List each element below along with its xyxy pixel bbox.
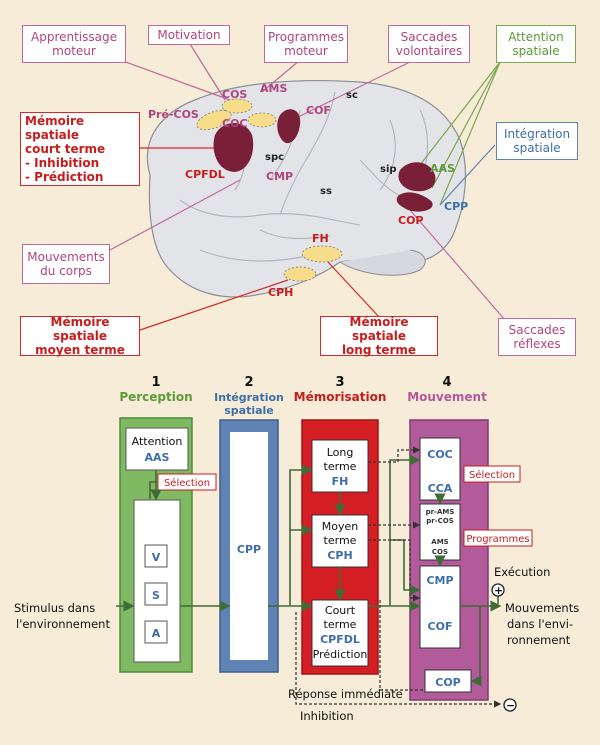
stage-integration-1: Intégration [214, 391, 284, 404]
box-aas: AAS [145, 451, 170, 464]
box-cpp: CPP [237, 543, 261, 556]
box-ams: AMS [431, 538, 448, 546]
brain-yellow-areas [196, 98, 343, 282]
brain-dark-areas [213, 109, 436, 212]
stage-memorisation: Mémorisation [294, 390, 387, 404]
tag-programmes: Programmes [466, 534, 529, 545]
label-inhibition: Inhibition [300, 709, 354, 723]
area-cop: COP [398, 214, 424, 227]
box-cph: CPH [327, 549, 352, 562]
label-stimulus-1: Stimulus dans [14, 601, 95, 615]
area-sc: sc [346, 90, 358, 101]
area-fh: FH [312, 232, 329, 245]
flow-diagram: 1 Perception 2 Intégration spatiale 3 Mé… [14, 375, 579, 723]
box-long-terme-1: Long [327, 446, 354, 459]
brain-diagram: COS AMS Pré-COS COC COF sc spc CPFDL CMP… [109, 43, 506, 331]
tag-selection-perception: Sélection [164, 477, 210, 489]
callout-attention-spatiale: Attention spatiale [496, 25, 576, 63]
callout-integration-spatiale: Intégration spatiale [496, 122, 578, 160]
leader-line-blue [439, 144, 496, 206]
label-execution: Exécution [494, 565, 550, 579]
label-mouvements-1: Mouvements [505, 601, 579, 615]
area-spc: spc [265, 152, 284, 163]
area-coc: COC [222, 117, 248, 130]
leader-lines-pink [109, 43, 506, 321]
box-fh: FH [332, 475, 349, 488]
box-v: V [152, 551, 161, 564]
stage-mouvement: Mouvement [407, 390, 487, 404]
box-cpfdl: CPFDL [320, 633, 360, 646]
label-stimulus-2: l'environnement [16, 617, 110, 631]
area-ams: AMS [260, 82, 287, 95]
label-mouvements-3: ronnement [507, 633, 571, 647]
area-cpp: CPP [444, 200, 468, 213]
tag-selection-mouvement: Sélection [469, 469, 515, 481]
area-cpfdl: CPFDL [185, 168, 225, 181]
callout-saccades-reflexes: Saccades réflexes [498, 318, 576, 356]
callout-memoire-court-terme: Mémoire spatiale court terme - Inhibitio… [20, 112, 140, 186]
area-cos: COS [222, 88, 247, 101]
box-pr-cos: pr-COS [426, 517, 454, 525]
area-sip: sip [380, 164, 397, 175]
stage-perception: Perception [119, 390, 192, 404]
callout-apprentissage-moteur: Apprentissage moteur [22, 25, 126, 63]
leader-lines-green [419, 61, 501, 206]
area-ss: ss [320, 186, 332, 197]
label-reponse-immediate: Réponse immédiate [288, 687, 403, 701]
area-cph: CPH [268, 286, 293, 299]
callout-mouvements-du-corps: Mouvements du corps [22, 244, 110, 284]
box-court-terme-1: Court [325, 604, 356, 617]
leader-lines-red [139, 147, 381, 331]
stage-number-3: 3 [335, 375, 344, 390]
label-minus: − [506, 699, 515, 712]
box-pr-ams: pr-AMS [426, 508, 455, 516]
area-aas: AAS [430, 162, 455, 175]
callout-saccades-volontaires: Saccades volontaires [388, 25, 470, 63]
box-coc: COC [427, 448, 453, 461]
area-cof: COF [306, 104, 331, 117]
label-plus: + [494, 584, 503, 597]
box-moyen-terme-1: Moyen [322, 520, 358, 533]
box-long-terme-2: terme [324, 460, 357, 473]
box-s: S [152, 589, 160, 602]
box-cca: CCA [428, 482, 453, 495]
box-cmp: CMP [426, 574, 453, 587]
callout-programmes-moteur: Programmes moteur [264, 25, 348, 63]
box-a: A [152, 627, 161, 640]
area-cmp: CMP [266, 170, 293, 183]
callout-motivation: Motivation [148, 25, 230, 45]
box-prediction: Prédiction [313, 648, 368, 661]
stage-number-2: 2 [244, 375, 253, 390]
box-cop: COP [435, 676, 461, 689]
box-cof: COF [428, 620, 453, 633]
label-mouvements-2: dans l'envi- [507, 617, 573, 631]
callout-memoire-long-terme: Mémoire spatiale long terme [320, 315, 438, 357]
stage-integration-2: spatiale [224, 404, 274, 417]
box-cos: COS [432, 548, 448, 556]
area-pre-cos: Pré-COS [148, 108, 199, 121]
callout-memoire-moyen-terme: Mémoire spatiale moyen terme [20, 315, 140, 357]
box-attention: Attention [132, 435, 183, 448]
stage-number-4: 4 [442, 375, 451, 390]
box-moyen-terme-2: terme [324, 534, 357, 547]
stage-number-1: 1 [151, 375, 160, 390]
box-court-terme-2: terme [324, 618, 357, 631]
